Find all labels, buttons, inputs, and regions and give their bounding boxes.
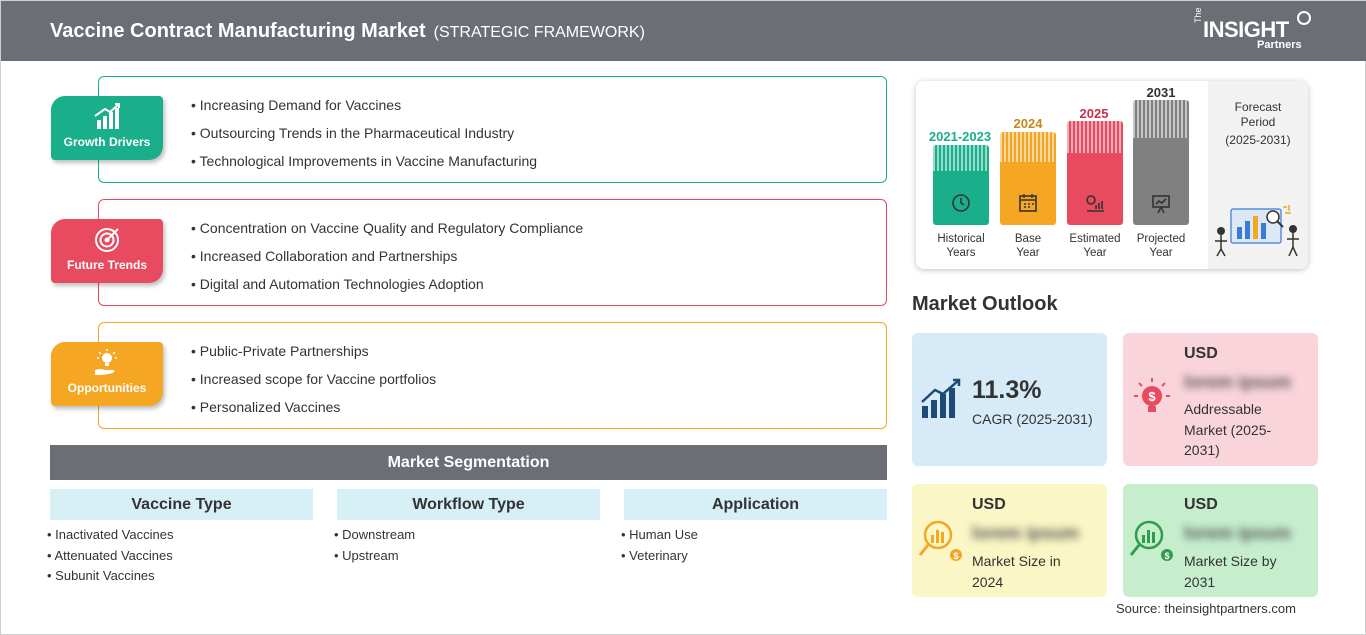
cagr-value: 11.3% — [972, 376, 1042, 404]
bar-estimated — [1067, 121, 1123, 225]
growth-drivers-badge: Growth Drivers — [51, 96, 163, 160]
bar-stripes — [933, 145, 989, 171]
list-item: Outsourcing Trends in the Pharmaceutical… — [191, 119, 537, 147]
list-item: Concentration on Vaccine Quality and Reg… — [191, 214, 583, 242]
application-list: Human Use Veterinary — [621, 525, 698, 566]
money-search-icon: $ — [1129, 520, 1173, 561]
segment-heading-workflow-type: Workflow Type — [337, 489, 600, 520]
forecast-years: (2025-2031) — [1225, 133, 1291, 147]
lightbulb-hand-icon — [95, 349, 117, 375]
analytics-illustration-icon — [1215, 205, 1299, 257]
svg-text:$: $ — [1148, 389, 1156, 404]
history-icon — [952, 194, 970, 212]
source-credit: Source: theinsightpartners.com — [1116, 601, 1296, 616]
size2031-blurred-value: lorem ipsum — [1184, 523, 1292, 543]
addressable-usd: USD — [1184, 345, 1218, 362]
future-trends-label: Future Trends — [66, 258, 147, 272]
insight-partners-logo: The INSIGHT Partners — [1193, 7, 1313, 55]
target-icon — [95, 228, 119, 252]
bar-stripes — [1133, 100, 1189, 138]
logo-main-text: INSIGHT — [1203, 17, 1289, 42]
year-label-historical: 2021-2023 — [928, 129, 992, 144]
bar-chart-growth-icon — [94, 103, 120, 129]
list-item: Veterinary — [621, 546, 698, 567]
future-trends-list: Concentration on Vaccine Quality and Reg… — [191, 214, 583, 298]
calendar-icon — [1019, 194, 1037, 212]
svg-text:$: $ — [953, 551, 958, 561]
market-segmentation-bar: Market Segmentation — [50, 445, 887, 480]
list-item: Upstream — [334, 546, 415, 567]
bar-stripes — [1000, 132, 1056, 162]
list-item: Increased Collaboration and Partnerships — [191, 242, 583, 270]
size2024-usd: USD — [972, 496, 1006, 513]
year-label-base: 2024 — [1013, 116, 1043, 131]
size2024-blurred-value: lorem ipsum — [972, 523, 1080, 543]
size2031-usd: USD — [1184, 496, 1218, 513]
presentation-icon — [1152, 195, 1170, 214]
bar-base — [1000, 132, 1056, 225]
list-item: Digital and Automation Technologies Adop… — [191, 270, 583, 298]
market-size-2031-card — [1123, 484, 1318, 597]
list-item: Human Use — [621, 525, 698, 546]
list-item: Public-Private Partnerships — [191, 337, 436, 365]
vaccine-type-list: Inactivated Vaccines Attenuated Vaccines… — [47, 525, 173, 587]
list-item: Subunit Vaccines — [47, 566, 173, 587]
list-item: Increasing Demand for Vaccines — [191, 91, 537, 119]
segment-heading-application: Application — [624, 489, 887, 520]
list-item: Technological Improvements in Vaccine Ma… — [191, 147, 537, 175]
page-title: Vaccine Contract Manufacturing Market(ST… — [50, 20, 645, 42]
cagr-label: CAGR (2025-2031) — [972, 411, 1093, 427]
bar-stripes — [1067, 121, 1123, 153]
workflow-type-list: Downstream Upstream — [334, 525, 415, 566]
list-item: Personalized Vaccines — [191, 393, 436, 421]
gears-chart-icon — [1086, 195, 1104, 212]
growth-drivers-label: Growth Drivers — [63, 135, 151, 149]
logo-the-text: The — [1193, 7, 1203, 23]
list-item: Downstream — [334, 525, 415, 546]
logo-sub-text: Partners — [1257, 39, 1302, 51]
market-outlook-title: Market Outlook — [912, 293, 1058, 315]
opportunities-label: Opportunities — [67, 381, 147, 395]
growth-chart-icon — [921, 378, 961, 418]
logo-ring-icon — [1297, 11, 1311, 25]
year-label-projected: 2031 — [1146, 85, 1176, 100]
list-item: Increased scope for Vaccine portfolios — [191, 365, 436, 393]
opportunities-badge: Opportunities — [51, 342, 163, 406]
segment-heading-vaccine-type: Vaccine Type — [50, 489, 313, 520]
bar-historical — [933, 145, 989, 225]
year-label-estimated: 2025 — [1079, 106, 1109, 121]
header-bar: Vaccine Contract Manufacturing Market(ST… — [1, 1, 1366, 61]
page-subtitle: (STRATEGIC FRAMEWORK) — [433, 24, 645, 41]
svg-text:$: $ — [1164, 551, 1169, 561]
list-item: Attenuated Vaccines — [47, 546, 173, 567]
future-trends-badge: Future Trends — [51, 219, 163, 283]
market-size-2024-card — [912, 484, 1107, 597]
list-item: Inactivated Vaccines — [47, 525, 173, 546]
addressable-blurred-value: lorem ipsum — [1184, 372, 1292, 392]
opportunities-list: Public-Private Partnerships Increased sc… — [191, 337, 436, 421]
money-search-icon: $ — [918, 520, 962, 561]
growth-drivers-list: Increasing Demand for Vaccines Outsourci… — [191, 91, 537, 175]
bar-projected — [1133, 100, 1189, 225]
dollar-bulb-icon: $ — [1134, 378, 1170, 412]
